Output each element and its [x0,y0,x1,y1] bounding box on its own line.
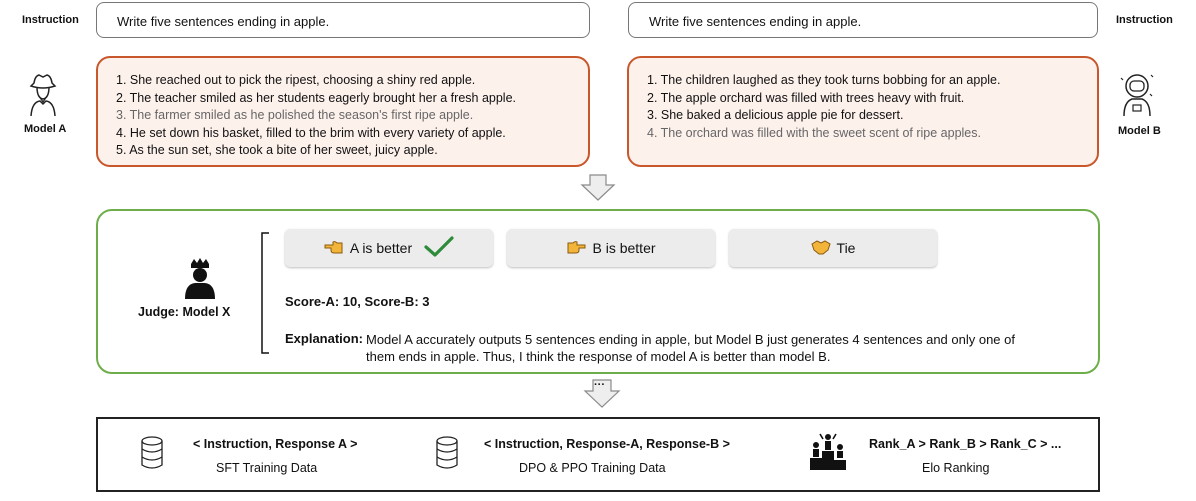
down-arrow-ellipsis-icon: ··· [583,379,621,409]
elo-subtitle: Elo Ranking [922,461,990,475]
down-arrow-icon [580,174,616,207]
sft-title: < Instruction, Response A > [193,437,358,451]
response-b-line-1: 1. The children laughed as they took tur… [647,73,1001,87]
sft-subtitle: SFT Training Data [216,461,318,475]
explanation-label: Explanation: [285,331,364,346]
outputs-box [96,417,1100,492]
model-b-label: Model B [1118,125,1161,137]
ellipsis-text: ··· [594,379,605,391]
dpo-subtitle: DPO & PPO Training Data [519,461,666,475]
a-is-better-button[interactable]: A is better [285,229,493,267]
instruction-label-left: Instruction [22,14,79,26]
response-b-line-2: 2. The apple orchard was filled with tre… [647,90,965,105]
pointing-left-hand-icon [324,239,344,258]
response-b-line-3: 3. She baked a delicious apple pie for d… [647,108,904,122]
explanation-line-1: Model A accurately outputs 5 sentences e… [366,332,1015,347]
cowboy-person-icon [28,72,58,123]
tie-button[interactable]: Tie [729,229,937,267]
instruction-box-right: Write five sentences ending in apple. [628,2,1098,38]
explanation-text: Model A accurately outputs 5 sentences e… [366,331,1015,365]
tie-label: Tie [836,240,856,256]
response-a-line-3: 3. The farmer smiled as he polished the … [116,108,474,122]
response-b-box: 1. The children laughed as they took tur… [627,56,1099,167]
elo-title: Rank_A > Rank_B > Rank_C > ... [869,437,1062,451]
b-is-better-button[interactable]: B is better [507,229,715,267]
judge-label: Judge: Model X [138,305,231,319]
instruction-box-left: Write five sentences ending in apple. [96,2,590,38]
b-is-better-label: B is better [592,240,656,256]
response-a-box: 1. She reached out to pick the ripest, c… [96,56,590,167]
check-icon [424,235,454,261]
response-a-line-4: 4. He set down his basket, filled to the… [116,125,506,140]
response-a-line-2: 2. The teacher smiled as her students ea… [116,90,517,105]
response-a-line-1: 1. She reached out to pick the ripest, c… [116,73,476,87]
explanation-line-2: them ends in apple. Thus, I think the re… [366,349,831,364]
king-person-icon [183,258,217,305]
handshake-icon [810,239,831,258]
response-a-line-5: 5. As the sun set, she took a bite of he… [116,143,438,157]
database-icon [140,436,164,475]
astronaut-icon [1120,72,1154,123]
response-b-line-4: 4. The orchard was filled with the sweet… [647,125,981,140]
bracket [259,232,271,359]
score-text: Score-A: 10, Score-B: 3 [285,294,430,309]
a-is-better-label: A is better [349,240,413,256]
dpo-title: < Instruction, Response-A, Response-B > [484,437,730,451]
model-a-label: Model A [24,123,67,135]
database-icon [435,436,459,475]
pointing-right-hand-icon [566,239,586,258]
instruction-label-right: Instruction [1116,14,1173,26]
podium-icon [808,433,848,476]
